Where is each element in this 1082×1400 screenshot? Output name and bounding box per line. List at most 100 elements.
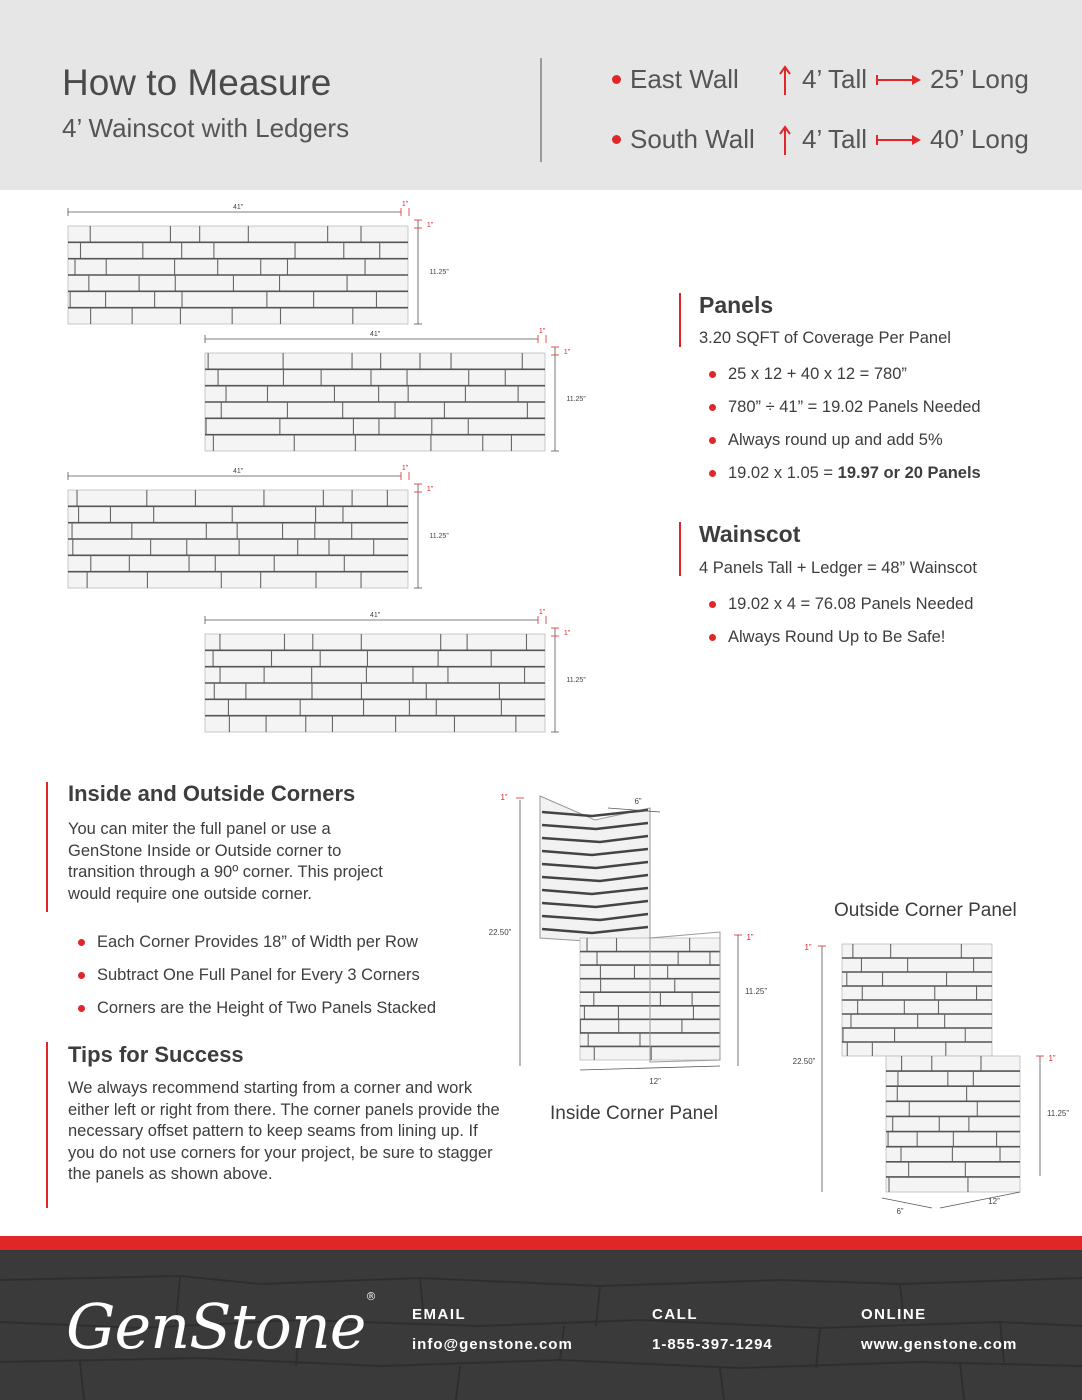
panels-bullet: 25 x 12 + 40 x 12 = 780” bbox=[709, 365, 907, 384]
ledger-height-label: 1” bbox=[564, 349, 571, 356]
inside-corner-svg: 1”22.50”6”1”11.25”12” bbox=[489, 793, 768, 1086]
bullet-dot bbox=[709, 634, 716, 641]
wall-name: East Wall bbox=[630, 64, 739, 94]
corners-bullet: Subtract One Full Panel for Every 3 Corn… bbox=[78, 966, 420, 985]
height-dim-label: 11.25” bbox=[745, 987, 767, 996]
wall-name: South Wall bbox=[630, 124, 755, 154]
height-dim-label: 11.25” bbox=[429, 533, 449, 540]
outside-corner-svg: 1”22.50”1”11.25”6”12” bbox=[793, 943, 1070, 1216]
bullet-dot bbox=[612, 75, 621, 84]
accent-bar bbox=[679, 522, 681, 576]
wainscot-heading: Wainscot bbox=[699, 521, 801, 547]
stone-panel: 41”1”1”11.25” bbox=[204, 328, 586, 452]
footer-accent-line bbox=[0, 1236, 1082, 1250]
ledger-height-label: 1” bbox=[427, 222, 434, 229]
ledger-dim-label: 1” bbox=[539, 328, 546, 335]
inside-corner-caption: Inside Corner Panel bbox=[550, 1103, 718, 1124]
panels-bullet: 19.02 x 1.05 = 19.97 or 20 Panels bbox=[709, 464, 981, 483]
top-depth-label: 6” bbox=[634, 797, 641, 806]
bullet-text: Subtract One Full Panel for Every 3 Corn… bbox=[97, 966, 420, 984]
wall-row-south: South Wall 4’ Tall 40’ Long bbox=[612, 124, 1029, 155]
corners-bullet: Each Corner Provides 18” of Width per Ro… bbox=[78, 933, 418, 952]
email-label: EMAIL bbox=[412, 1306, 467, 1323]
height-dim-label: 11.25” bbox=[429, 269, 449, 276]
bullet-text: Always round up and add 5% bbox=[728, 431, 943, 449]
width-dim-label: 12” bbox=[988, 1197, 1000, 1206]
outside-corner-caption: Outside Corner Panel bbox=[834, 900, 1017, 921]
bullet-text: Each Corner Provides 18” of Width per Ro… bbox=[97, 933, 418, 951]
stone-panel-face bbox=[885, 1055, 1021, 1193]
bullet-text: 780” ÷ 41” = 19.02 Panels Needed bbox=[728, 398, 981, 416]
phone-link[interactable]: 1-855-397-1294 bbox=[652, 1336, 773, 1353]
bullet-dot bbox=[709, 404, 716, 411]
bullet-dot bbox=[709, 470, 716, 477]
bullet-bold-text: 19.97 or 20 Panels bbox=[837, 464, 981, 482]
corners-heading: Inside and Outside Corners bbox=[68, 781, 356, 806]
wainscot-bullet: 19.02 x 4 = 76.08 Panels Needed bbox=[709, 595, 973, 614]
tips-heading: Tips for Success bbox=[68, 1042, 244, 1067]
inside-corner-panel: 1”22.50”6”1”11.25”12” bbox=[489, 793, 768, 1086]
ledger-dim-label: 1” bbox=[402, 465, 409, 472]
header-band: How to Measure 4’ Wainscot with Ledgers … bbox=[0, 0, 1082, 190]
depth-dim-label: 6” bbox=[896, 1207, 903, 1216]
bullet-dot bbox=[78, 939, 85, 946]
footer-email: EMAIL info@genstone.com bbox=[412, 1306, 573, 1353]
panels-heading: Panels bbox=[699, 292, 774, 318]
ledger-dim-label: 1” bbox=[402, 201, 409, 208]
bullet-dot bbox=[709, 371, 716, 378]
bullet-text: Always Round Up to Be Safe! bbox=[728, 628, 946, 646]
up-arrow-icon bbox=[779, 64, 791, 95]
width-dim-label: 41” bbox=[370, 612, 381, 619]
call-label: CALL bbox=[652, 1306, 698, 1323]
page-title: How to Measure bbox=[62, 62, 332, 103]
tips-body: We always recommend starting from a corn… bbox=[68, 1079, 500, 1183]
registered-mark: ® bbox=[365, 1290, 377, 1303]
accent-bar bbox=[679, 293, 681, 347]
bullet-text: 25 x 12 + 40 x 12 = 780” bbox=[728, 365, 907, 383]
bullet-text: Corners are the Height of Two Panels Sta… bbox=[97, 999, 437, 1017]
corners-body: You can miter the full panel or use a Ge… bbox=[68, 820, 383, 903]
footer-call: CALL 1-855-397-1294 bbox=[652, 1306, 773, 1353]
ledger-height-label: 1” bbox=[564, 630, 571, 637]
stone-panel: 41”1”1”11.25” bbox=[67, 465, 449, 589]
logo-text: GenStone bbox=[66, 1290, 366, 1363]
accent-bar bbox=[46, 782, 48, 912]
wall-length: 25’ Long bbox=[930, 64, 1029, 94]
wainscot-line: 4 Panels Tall + Ledger = 48” Wainscot bbox=[699, 559, 977, 577]
ledger-height-label: 1” bbox=[1048, 1054, 1055, 1063]
website-link[interactable]: www.genstone.com bbox=[861, 1336, 1018, 1353]
wall-row-east: East Wall 4’ Tall 25’ Long bbox=[612, 64, 1029, 95]
ledger-height-label: 1” bbox=[746, 933, 753, 942]
wall-length: 40’ Long bbox=[930, 124, 1029, 154]
up-arrow-icon bbox=[779, 124, 791, 155]
stone-texture-background bbox=[0, 1274, 1082, 1400]
footer-online: ONLINE www.genstone.com bbox=[861, 1306, 1017, 1353]
wall-height: 4’ Tall bbox=[802, 64, 868, 94]
bullet-dot bbox=[612, 135, 621, 144]
bullet-text: 19.02 x 1.05 = bbox=[728, 464, 838, 482]
panels-bullet: 780” ÷ 41” = 19.02 Panels Needed bbox=[709, 398, 981, 417]
stone-panel: 41”1”1”11.25” bbox=[67, 201, 449, 325]
stone-panel: 41” 1” 1” 11.25” bbox=[204, 609, 586, 733]
bullet-dot bbox=[709, 601, 716, 608]
bullet-text: 19.02 x 4 = 76.08 Panels Needed bbox=[728, 595, 974, 613]
width-dim-label: 41” bbox=[370, 331, 381, 338]
height-dim-label: 11.25” bbox=[566, 677, 586, 684]
right-arrow-icon bbox=[876, 134, 921, 145]
page-subtitle: 4’ Wainscot with Ledgers bbox=[62, 113, 350, 143]
panels-bullet: Always round up and add 5% bbox=[709, 431, 943, 450]
genstone-logo: GenStone® bbox=[66, 1290, 377, 1363]
corners-bullet: Corners are the Height of Two Panels Sta… bbox=[78, 999, 436, 1018]
panels-svg: 41”1”1”11.25”41”1”1”11.25”41”1”1”11.25”4… bbox=[67, 201, 586, 733]
bullet-dot bbox=[78, 1005, 85, 1012]
ledger-dim-label: 1” bbox=[539, 609, 546, 616]
header-divider bbox=[540, 58, 542, 162]
right-arrow-icon bbox=[876, 74, 921, 85]
width-dim-label: 41” bbox=[233, 468, 244, 475]
ledger-dim-label: 1” bbox=[804, 943, 811, 952]
email-link[interactable]: info@genstone.com bbox=[412, 1336, 573, 1353]
wainscot-bullet: Always Round Up to Be Safe! bbox=[709, 628, 945, 647]
total-height-label: 22.50” bbox=[793, 1057, 816, 1066]
accent-bar bbox=[46, 1042, 48, 1208]
ledger-dim-label: 1” bbox=[500, 793, 507, 802]
